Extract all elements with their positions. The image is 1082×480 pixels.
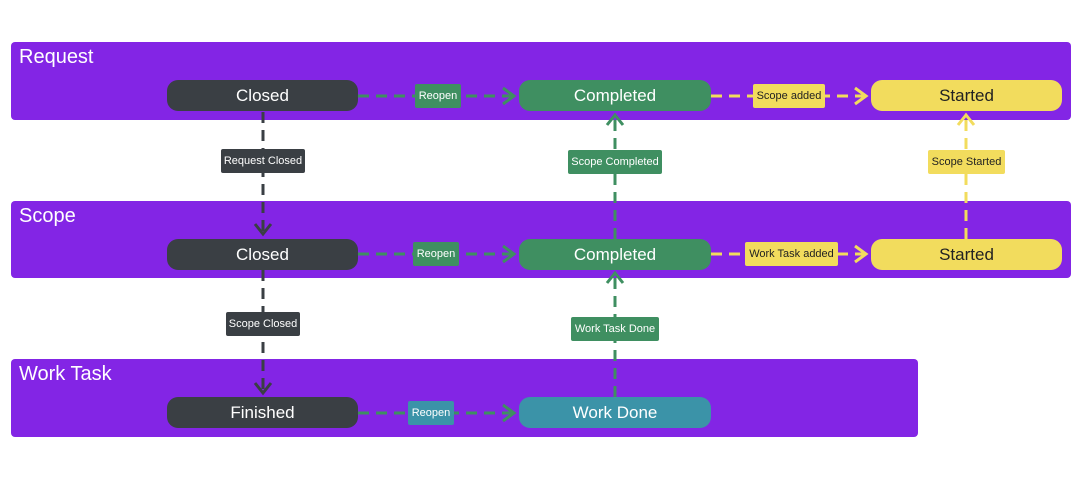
state-scope-closed[interactable]: Closed xyxy=(167,239,358,270)
state-request-started[interactable]: Started xyxy=(871,80,1062,111)
label-scope-work-task-added: Work Task added xyxy=(745,242,838,266)
label-scope-started: Scope Started xyxy=(928,150,1005,174)
state-request-closed[interactable]: Closed xyxy=(167,80,358,111)
state-request-completed[interactable]: Completed xyxy=(519,80,711,111)
state-task-finished[interactable]: Finished xyxy=(167,397,358,428)
label-request-reopen: Reopen xyxy=(415,84,461,108)
state-scope-completed[interactable]: Completed xyxy=(519,239,711,270)
label-work-task-done: Work Task Done xyxy=(571,317,659,341)
label-request-scope-added: Scope added xyxy=(753,84,825,108)
label-scope-reopen: Reopen xyxy=(413,242,459,266)
state-task-work-done[interactable]: Work Done xyxy=(519,397,711,428)
lane-title-request: Request xyxy=(19,46,94,68)
label-task-reopen: Reopen xyxy=(408,401,454,425)
label-scope-closed: Scope Closed xyxy=(226,312,300,336)
lane-title-scope: Scope xyxy=(19,205,76,227)
lane-title-work-task: Work Task xyxy=(19,363,112,385)
state-scope-started[interactable]: Started xyxy=(871,239,1062,270)
lane-work-task: Work Task xyxy=(11,359,918,437)
label-request-closed: Request Closed xyxy=(221,149,305,173)
label-scope-completed: Scope Completed xyxy=(568,150,662,174)
